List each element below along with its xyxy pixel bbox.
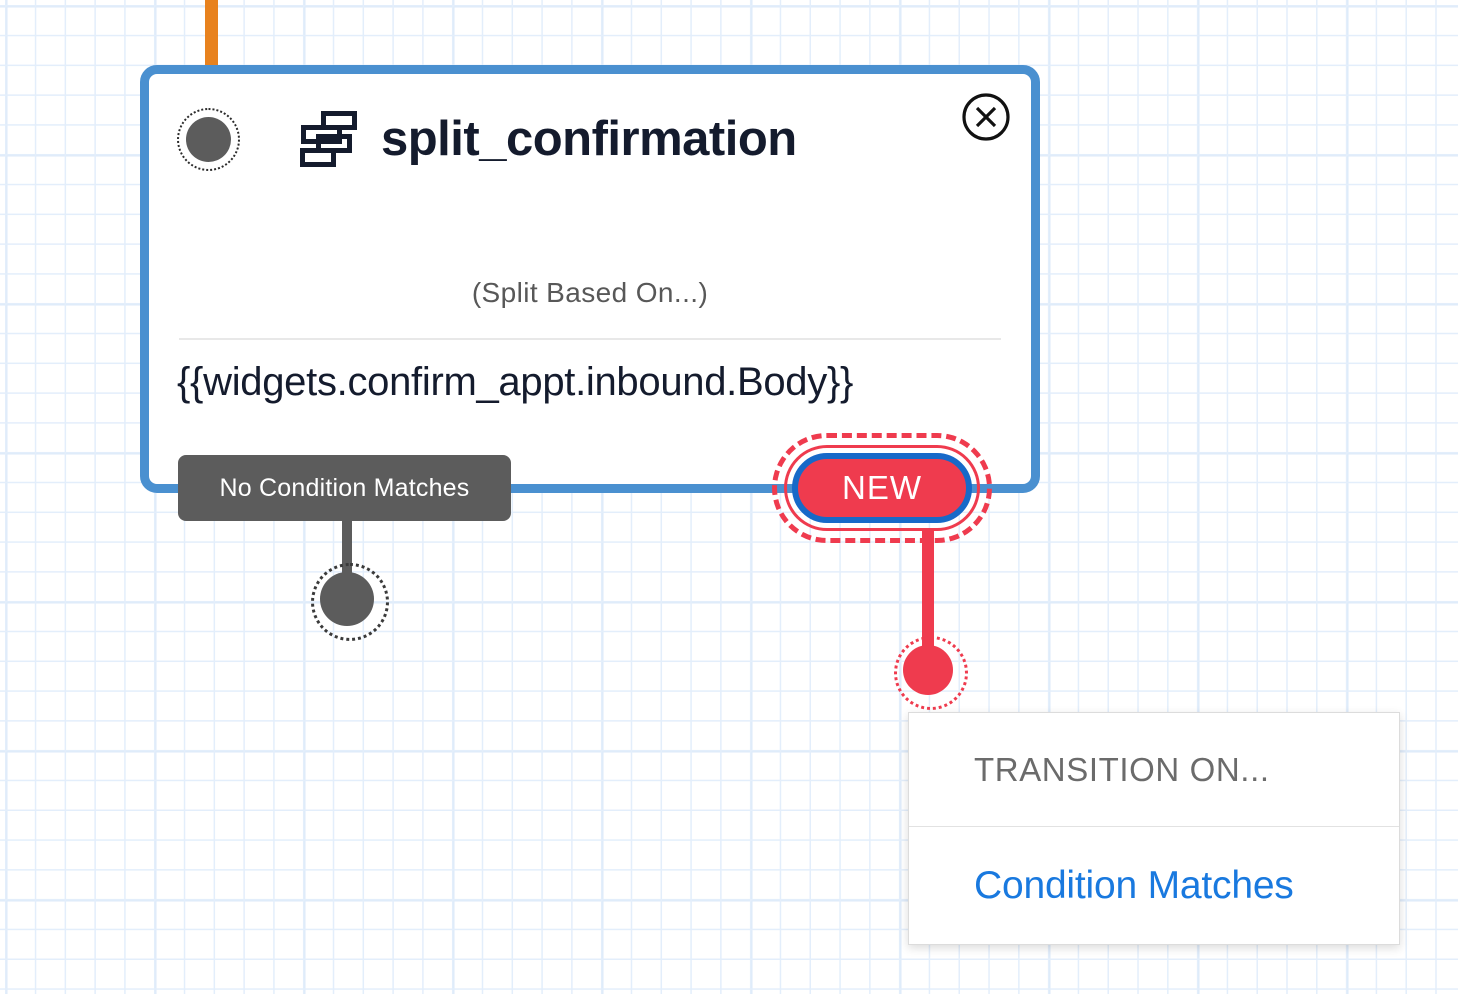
- transition-dropdown-header: TRANSITION ON...: [909, 713, 1399, 827]
- transition-dot-gray[interactable]: [311, 563, 389, 641]
- transition-wire-red: [922, 530, 934, 660]
- node-expression: {{widgets.confirm_appt.inbound.Body}}: [177, 360, 854, 404]
- transition-label: No Condition Matches: [219, 473, 470, 502]
- selection-ring: [784, 445, 980, 531]
- selection-dashed-outline: [772, 433, 992, 543]
- transition-new-wrap[interactable]: NEW: [772, 433, 992, 543]
- transition-dot-red[interactable]: [894, 636, 968, 710]
- transition-new-label: NEW: [842, 469, 922, 506]
- node-input-dot[interactable]: [177, 108, 240, 171]
- page-title: split_confirmation: [381, 111, 797, 166]
- incoming-orange-wire: [205, 0, 218, 74]
- transition-option-label: Condition Matches: [974, 864, 1294, 907]
- split-node-card[interactable]: split_confirmation (Split Based On...) {…: [140, 65, 1040, 493]
- transition-option-condition-matches[interactable]: Condition Matches: [909, 827, 1399, 945]
- close-icon[interactable]: [961, 92, 1011, 142]
- node-divider: [179, 338, 1001, 340]
- transition-dropdown[interactable]: TRANSITION ON... Condition Matches: [908, 712, 1400, 945]
- transition-wire-gray: [342, 515, 352, 590]
- transition-new-button[interactable]: NEW: [792, 453, 972, 523]
- node-title-row: split_confirmation: [299, 110, 797, 168]
- transition-no-condition-matches[interactable]: No Condition Matches: [178, 455, 511, 521]
- node-subtitle: (Split Based On...): [471, 277, 709, 308]
- split-icon: [299, 110, 359, 168]
